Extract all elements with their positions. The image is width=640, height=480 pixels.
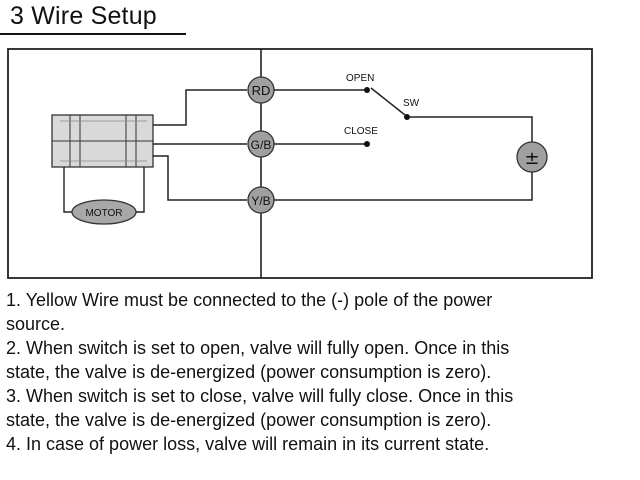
terminal-gb-label: G/B bbox=[251, 138, 272, 152]
close-label: CLOSE bbox=[344, 126, 378, 137]
open-label: OPEN bbox=[346, 73, 374, 84]
switch-label: SW bbox=[403, 98, 420, 109]
title-underline bbox=[0, 33, 186, 35]
terminal-rd-label: RD bbox=[252, 83, 271, 98]
wiring-diagram: MOTOR RD G/B Y/B OPEN CLOSE SW ± bbox=[7, 48, 593, 279]
note-line: 1. Yellow Wire must be connected to the … bbox=[6, 290, 493, 310]
open-contact bbox=[364, 87, 370, 93]
power-source-symbol: ± bbox=[524, 148, 539, 169]
terminal-gb: G/B bbox=[247, 130, 275, 158]
motor-label: MOTOR bbox=[85, 208, 122, 219]
instructions: 1. Yellow Wire must be connected to the … bbox=[6, 288, 638, 456]
motor-icon bbox=[71, 199, 137, 225]
valve-body-icon bbox=[51, 114, 154, 168]
terminal-yb: Y/B bbox=[247, 186, 275, 214]
page-title: 3 Wire Setup bbox=[10, 2, 157, 30]
note-line: 3. When switch is set to close, valve wi… bbox=[6, 386, 514, 406]
red-wire bbox=[153, 89, 247, 126]
supply-wire bbox=[410, 116, 533, 142]
note-line: state, the valve is de-energized (power … bbox=[6, 410, 492, 430]
switch-pivot bbox=[404, 114, 410, 120]
note-line: 2. When switch is set to open, valve wil… bbox=[6, 338, 510, 358]
motor-lead-left bbox=[63, 167, 72, 213]
terminal-rd: RD bbox=[247, 76, 275, 104]
yellow-black-wire bbox=[153, 155, 247, 201]
motor-lead-right bbox=[136, 167, 145, 213]
close-contact bbox=[364, 141, 370, 147]
switch-blade bbox=[370, 87, 406, 116]
return-wire bbox=[274, 172, 533, 201]
note-line: state, the valve is de-energized (power … bbox=[6, 362, 492, 382]
note-line: 4. In case of power loss, valve will rem… bbox=[6, 434, 490, 454]
diagram-frame bbox=[7, 48, 593, 279]
note-line: source. bbox=[6, 314, 66, 334]
terminal-yb-label: Y/B bbox=[251, 194, 270, 208]
power-source-icon bbox=[516, 141, 548, 173]
